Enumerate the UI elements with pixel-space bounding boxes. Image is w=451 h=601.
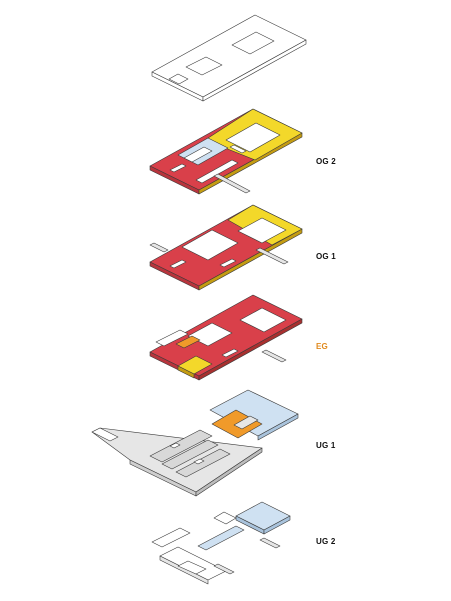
level-label-og2: OG 2	[316, 157, 336, 166]
floor-og2	[149, 108, 303, 195]
level-label-eg: EG	[316, 342, 328, 351]
level-label-ug2: UG 2	[316, 537, 336, 546]
level-label-ug1: UG 1	[316, 441, 336, 450]
floor-og1	[149, 204, 303, 291]
level-label-og1: OG 1	[316, 252, 336, 261]
roof-level	[151, 14, 307, 102]
floor-ug1	[91, 389, 299, 497]
floor-eg	[149, 294, 303, 381]
floor-ug2	[151, 501, 291, 585]
